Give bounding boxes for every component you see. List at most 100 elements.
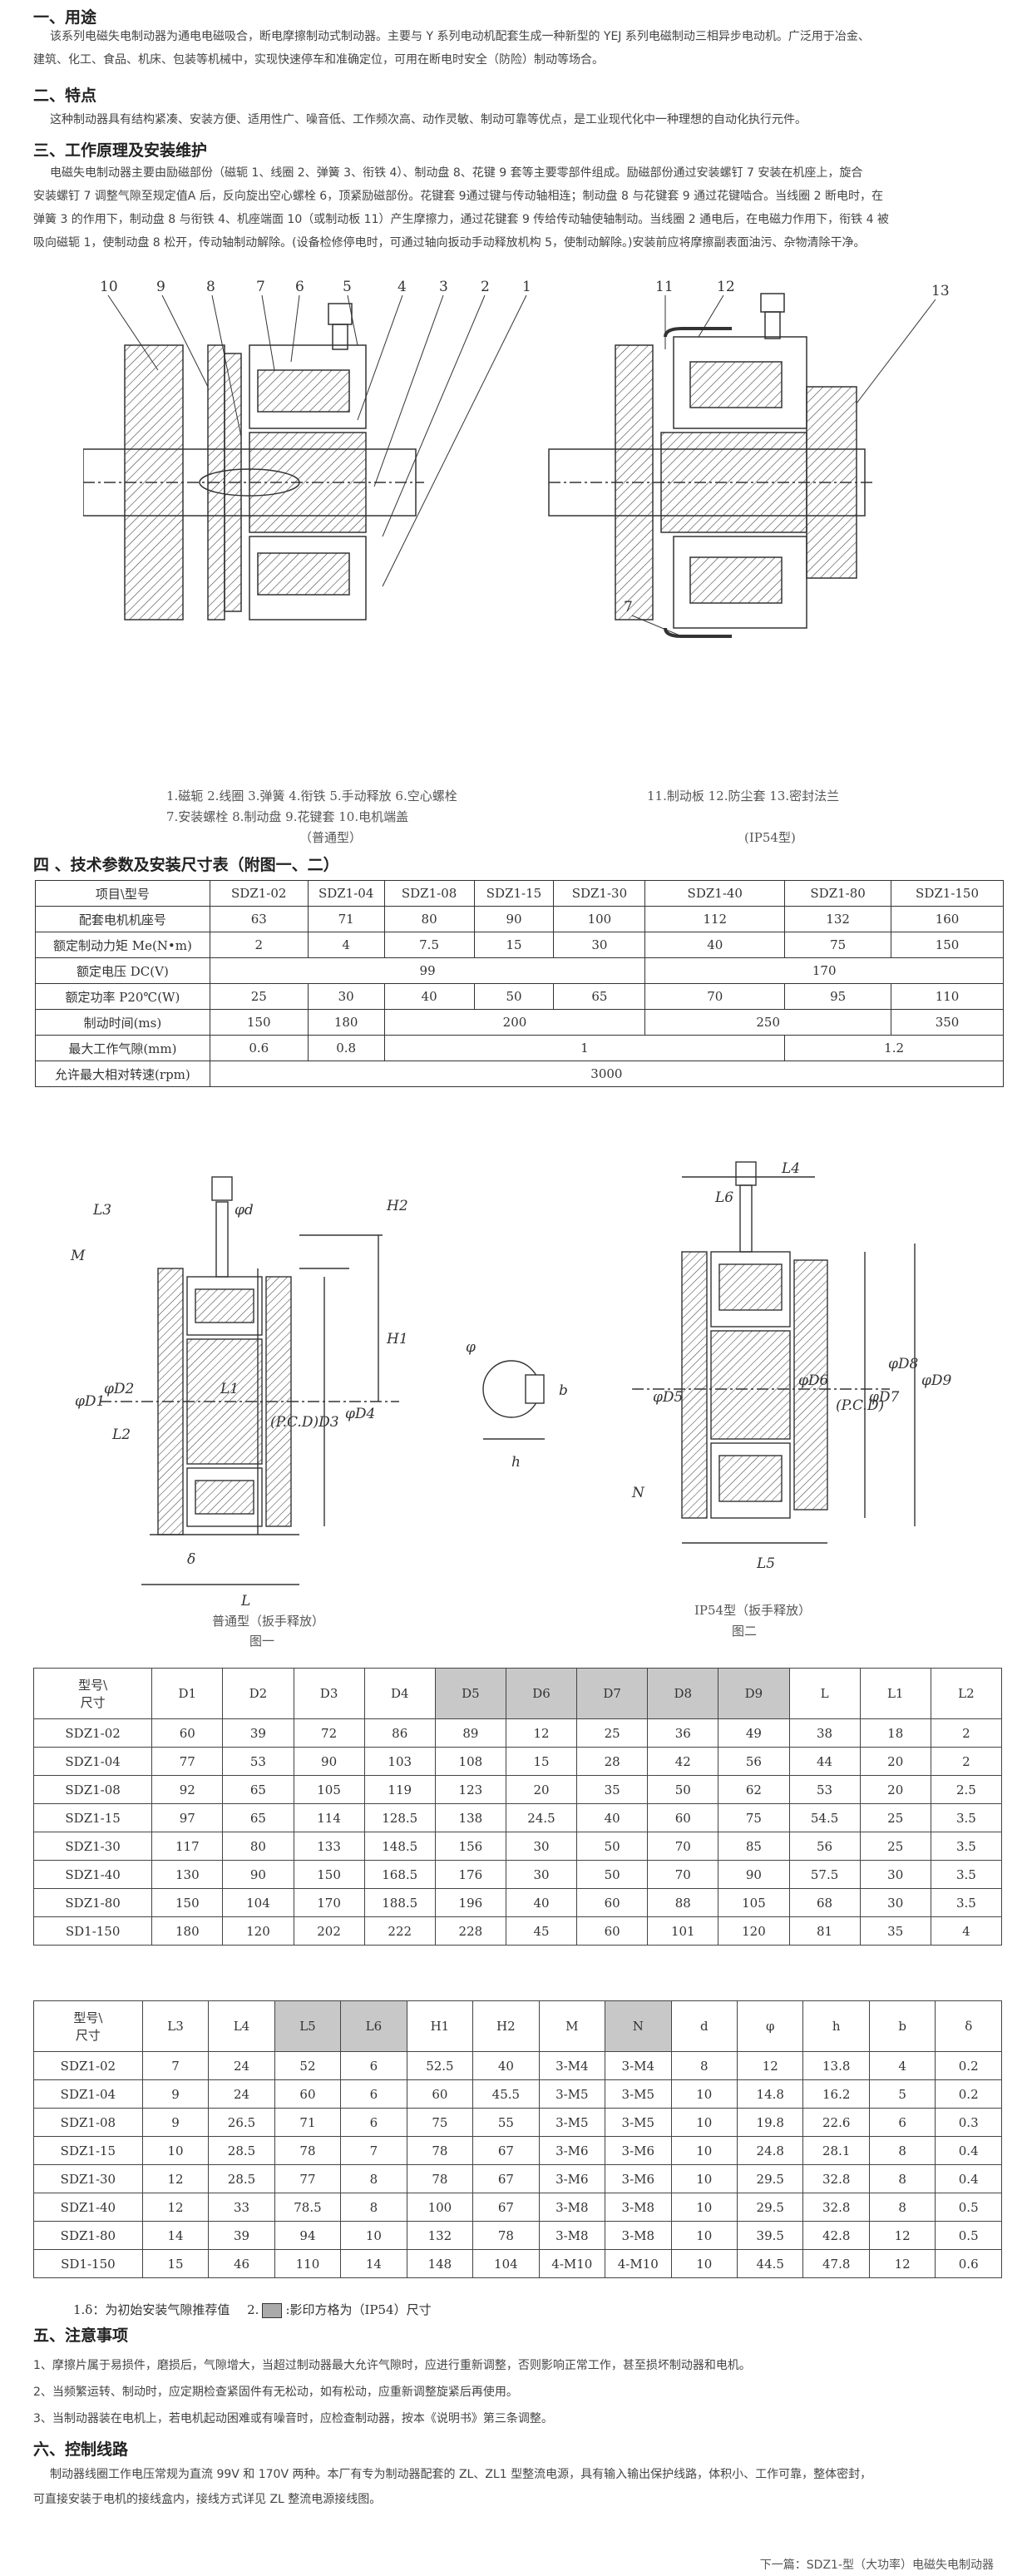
assembly-drawing: 10 9 8 7 6 5 4 3 2 1 bbox=[83, 279, 950, 638]
table-cell: 30 bbox=[505, 1832, 578, 1861]
table-cell: 3-M4 bbox=[605, 2051, 672, 2080]
table-cell: 60 bbox=[406, 2079, 474, 2109]
table-cell: 10 bbox=[670, 2164, 738, 2193]
table-cell: 94 bbox=[274, 2221, 342, 2250]
table-cell: SDZ1-08 bbox=[383, 880, 475, 907]
table-cell: 38 bbox=[788, 1718, 861, 1748]
table-cell: 30 bbox=[505, 1860, 578, 1889]
table-cell: 28.5 bbox=[208, 2136, 275, 2165]
table-cell: 148 bbox=[406, 2249, 474, 2278]
table-cell: 8 bbox=[340, 2193, 407, 2222]
table-cell: 67 bbox=[472, 2193, 540, 2222]
table-cell: 36 bbox=[647, 1718, 719, 1748]
table-cell: SDZ1-15 bbox=[473, 880, 555, 907]
table-cell: 13.8 bbox=[802, 2051, 870, 2080]
callout: 10 bbox=[100, 279, 118, 295]
spec-row-gap: 最大工作气隙(mm) 0.6 0.8 1 1.2 bbox=[35, 1035, 1004, 1061]
table-cell: 150 bbox=[151, 1888, 224, 1917]
dim-col-header: D5 bbox=[434, 1668, 506, 1719]
note-1: 1.δ：为初始安装气隙推荐值 bbox=[73, 2302, 230, 2317]
table-cell: SDZ1-02 bbox=[32, 1718, 153, 1748]
table-cell: 30 bbox=[859, 1888, 931, 1917]
table-cell: 4-M10 bbox=[605, 2249, 672, 2278]
table-cell: 44.5 bbox=[736, 2249, 804, 2278]
table-cell: 138 bbox=[434, 1803, 506, 1832]
table-cell: 40 bbox=[505, 1888, 578, 1917]
table-cell: 22.6 bbox=[802, 2108, 870, 2137]
table-cell: 24 bbox=[208, 2051, 275, 2080]
dim-col-header: b bbox=[868, 2000, 936, 2052]
table-cell: 180 bbox=[151, 1916, 224, 1946]
table-cell: 0.4 bbox=[935, 2136, 1002, 2165]
next-article-link[interactable]: 下一篇：SDZ1-型（大功率）电磁失电制动器 bbox=[759, 2559, 994, 2572]
table-cell: 1 bbox=[383, 1035, 786, 1061]
table-cell: 70 bbox=[644, 983, 786, 1010]
table-cell: 80 bbox=[222, 1832, 294, 1861]
table-cell: 120 bbox=[222, 1916, 294, 1946]
table-cell: 112 bbox=[644, 906, 786, 932]
table-cell: 99 bbox=[209, 957, 646, 984]
table-cell: 4 bbox=[930, 1916, 1003, 1946]
table-cell: 105 bbox=[718, 1888, 790, 1917]
dim-col-header: L4 bbox=[208, 2000, 275, 2052]
dim-col-header: φ bbox=[736, 2000, 804, 2052]
section-2-title: 二、特点 bbox=[33, 87, 97, 105]
table-cell: 7.5 bbox=[383, 932, 475, 958]
dimension-drawing: L3 φd H2 M H1 φD1 φD2 L1 (P.C.D)D3 φD4 L… bbox=[70, 1160, 952, 1609]
table-cell: 55 bbox=[472, 2108, 540, 2137]
table-cell: 35 bbox=[859, 1916, 931, 1946]
table-cell: 105 bbox=[293, 1775, 365, 1804]
s3-line: 吸向磁轭 1，使制动盘 8 松开，传动轴制动解除。(设备检修停电时，可通过轴向扳… bbox=[33, 236, 866, 250]
table-cell: 3-M5 bbox=[538, 2079, 606, 2109]
table-cell: 15 bbox=[141, 2249, 210, 2278]
table-cell: 10 bbox=[670, 2221, 738, 2250]
table-cell: SDZ1-30 bbox=[32, 1832, 153, 1861]
table-cell: 150 bbox=[293, 1860, 365, 1889]
table-cell: 16.2 bbox=[802, 2079, 870, 2109]
table-cell: 39 bbox=[222, 1718, 294, 1748]
table-cell: SDZ1-30 bbox=[553, 880, 646, 907]
table-cell: 60 bbox=[576, 1916, 649, 1946]
table-cell: 40 bbox=[644, 932, 786, 958]
table-cell: 156 bbox=[434, 1832, 506, 1861]
table-cell: 60 bbox=[151, 1718, 224, 1748]
table-cell: 52 bbox=[274, 2051, 342, 2080]
note-line: 1、摩擦片属于易损件，磨损后，气隙增大，当超过制动器最大允许气隙时，应进行重新调… bbox=[33, 2359, 751, 2372]
table-cell: 3.5 bbox=[930, 1832, 1003, 1861]
table-cell: 100 bbox=[553, 906, 646, 932]
dim-col-header: D2 bbox=[222, 1668, 294, 1719]
table-cell: 110 bbox=[274, 2249, 342, 2278]
section-4-title: 四 、技术参数及安装尺寸表（附图一、二） bbox=[33, 856, 339, 874]
dim-label: M bbox=[70, 1248, 86, 1264]
header-line: 尺寸 bbox=[80, 1695, 106, 1710]
dim-header-corner: 型号\尺寸 bbox=[32, 1668, 153, 1719]
header-line: 尺寸 bbox=[75, 2028, 101, 2043]
table-cell: 90 bbox=[293, 1747, 365, 1776]
table-cell: 132 bbox=[784, 906, 892, 932]
table-cell: 88 bbox=[647, 1888, 719, 1917]
legend2-line1: 11.制动板 12.防尘套 13.密封法兰 bbox=[647, 789, 840, 803]
table-cell: 120 bbox=[718, 1916, 790, 1946]
table-cell: 117 bbox=[151, 1832, 224, 1861]
table-cell: 25 bbox=[209, 983, 309, 1010]
table-cell: 180 bbox=[307, 1009, 385, 1036]
table-cell: 0.5 bbox=[935, 2193, 1002, 2222]
table-cell: SDZ1-04 bbox=[33, 2079, 143, 2109]
table-cell: 5 bbox=[868, 2079, 936, 2109]
section-3-text: 电磁失电制动器主要由励磁部份（磁轭 1、线圈 2、弹簧 3、衔铁 4）、制动盘 … bbox=[33, 161, 1002, 255]
table-cell: 24.8 bbox=[736, 2136, 804, 2165]
fig1-labels: L3 φd H2 M H1 φD1 φD2 L1 (P.C.D)D3 φD4 L… bbox=[70, 1198, 408, 1609]
table-cell: 6 bbox=[340, 2079, 407, 2109]
table-cell: 80 bbox=[383, 906, 475, 932]
table-cell: 65 bbox=[553, 983, 646, 1010]
key-labels: φ b h bbox=[466, 1339, 568, 1471]
dim-label: h bbox=[511, 1454, 521, 1471]
table-cell: 168.5 bbox=[363, 1860, 436, 1889]
s3-line: 安装螺钉 7 调整气隙至规定值A 后，反向旋出空心螺栓 6，顶紧励磁部份。花键套… bbox=[33, 190, 883, 203]
